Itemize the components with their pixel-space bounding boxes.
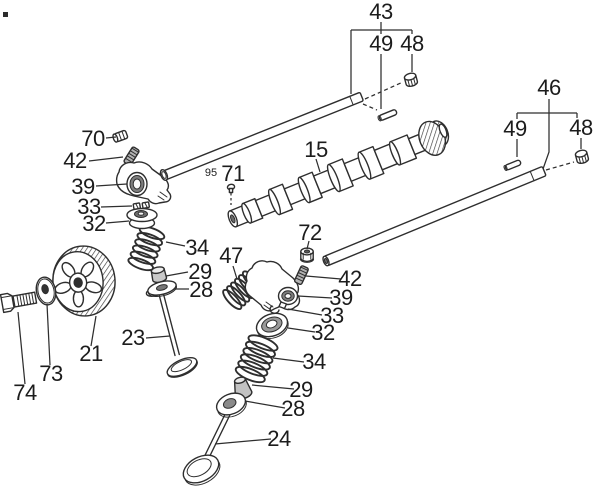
part-labels: 43 49 48 70 42 39 33 32 34 29 28 23 21 7… (13, 0, 593, 451)
bolt (0, 291, 38, 314)
lock-nut-72 (299, 247, 315, 263)
rocker-shaft-top-end (159, 168, 169, 182)
camshaft (227, 120, 450, 228)
spring-retainer-lower (215, 392, 247, 418)
part-label-48-top: 48 (400, 31, 424, 56)
timing-gear (52, 245, 116, 317)
shaft-end-cap-top (403, 72, 419, 88)
shaft-pin-top (377, 109, 398, 122)
scan-artifact-speck (3, 12, 8, 17)
part-label-33-lower: 33 (320, 303, 344, 328)
timing-gear-spoke-holes (54, 261, 103, 308)
camshaft-gear (418, 120, 450, 156)
part-label-32-top: 32 (82, 211, 106, 236)
part-label-43: 43 (369, 0, 393, 24)
part-label-21: 21 (79, 341, 103, 366)
part-label-70: 70 (81, 126, 105, 151)
part-label-49-top: 49 (369, 31, 393, 56)
part-label-34-lower: 34 (302, 349, 326, 374)
shaft-end-cap-right (574, 149, 590, 165)
valve-keepers-top (132, 201, 151, 210)
part-label-74: 74 (13, 380, 37, 405)
part-label-34-top: 34 (185, 235, 209, 260)
spring-retainer-top (145, 280, 177, 298)
shaft-pin-right (503, 159, 522, 171)
part-label-73: 73 (39, 361, 63, 386)
washer (35, 276, 57, 306)
part-label-28-lower: 28 (281, 396, 305, 421)
part-label-47: 47 (219, 243, 243, 268)
part-label-39-top: 39 (71, 174, 95, 199)
valve-keepers-lower (269, 301, 288, 314)
rocker-shaft-lower (322, 166, 547, 267)
part-label-29-lower: 29 (289, 377, 313, 402)
leader-lines (17, 22, 582, 445)
cam-key-71 (226, 183, 236, 194)
part-label-42-top: 42 (63, 148, 87, 173)
lock-cap-70 (112, 129, 129, 143)
part-label-46: 46 (537, 75, 561, 100)
spring-seat-top (126, 207, 158, 230)
part-label-33-top: 33 (77, 194, 101, 219)
part-label-24: 24 (267, 426, 291, 451)
part-label-23: 23 (121, 325, 145, 350)
part-label-49-right: 49 (503, 116, 527, 141)
part-label-39-lower: 39 (329, 285, 353, 310)
part-label-29-top: 29 (188, 259, 212, 284)
part-label-71: 71 (221, 161, 245, 186)
valve-23 (157, 288, 198, 378)
part-label-28-top: 28 (189, 277, 213, 302)
part-label-72: 72 (298, 220, 322, 245)
rocker-arm-lower (244, 260, 301, 312)
part-label-42-lower: 42 (338, 266, 362, 291)
valve-spring-top (127, 225, 166, 272)
valve-24 (182, 409, 232, 486)
valve-spring-lower (234, 334, 279, 384)
bolt-threads (16, 292, 35, 307)
part-label-32-lower: 32 (311, 320, 335, 345)
part-label-48-right: 48 (569, 115, 593, 140)
adjusting-screw-top (123, 146, 140, 166)
part-label-15: 15 (304, 137, 328, 162)
valve-seal-lower (255, 312, 289, 340)
adjusting-screw-lower (293, 265, 309, 285)
rocker-arm-top (115, 161, 172, 205)
part-label-95: 95 (205, 167, 217, 179)
